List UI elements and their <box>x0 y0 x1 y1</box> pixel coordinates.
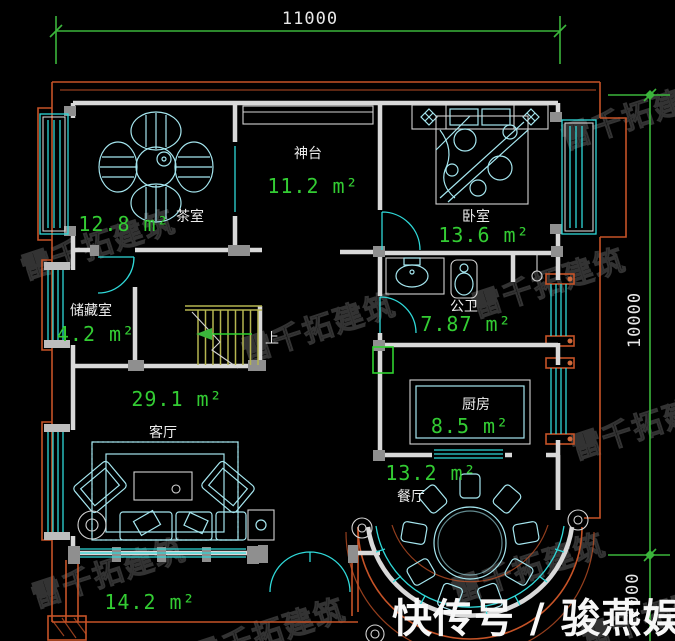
tiled-watermark: 雷千拓建筑 <box>188 592 351 641</box>
dining-chairs <box>400 473 540 612</box>
doors <box>97 211 421 593</box>
stairs-up-label: 上 <box>265 331 279 347</box>
dining-bay-window-arc <box>375 525 565 608</box>
altar-shelf <box>242 105 374 125</box>
dining-name: 餐厅 <box>397 489 425 505</box>
altar-area: 11.2 m² <box>267 174 358 198</box>
kitchen-area: 8.5 m² <box>431 414 509 438</box>
storage-window <box>47 270 64 340</box>
bay-column <box>365 624 385 641</box>
entry-double-door <box>269 551 351 593</box>
bedroom-bay-window <box>561 119 597 235</box>
storage-area: 4.2 m² <box>57 322 135 346</box>
kitchen-counter <box>409 379 531 445</box>
kitchen-window <box>550 368 567 434</box>
bath-door <box>379 296 417 334</box>
footer-watermark: 快传号 / 骏燕娱乐 <box>392 596 675 641</box>
living-area: 29.1 m² <box>131 387 222 411</box>
windows <box>39 113 597 618</box>
porch-area: 14.2 m² <box>104 590 195 614</box>
tea-room-furniture <box>98 111 214 223</box>
storage-door <box>97 256 135 294</box>
dimension-lines <box>49 16 670 641</box>
sofa <box>119 511 173 541</box>
tea-bay-window <box>39 113 69 235</box>
bay-column <box>351 517 373 539</box>
bedroom-area: 13.6 m² <box>438 223 529 247</box>
armchair-left <box>73 460 127 514</box>
bath-area: 7.87 m² <box>420 312 511 336</box>
coffee-table <box>133 471 193 501</box>
bath-window <box>550 284 567 336</box>
columns <box>44 106 563 564</box>
bedroom-bay-outline <box>600 117 627 238</box>
dining-furniture <box>351 473 589 641</box>
living-room-furniture <box>73 441 275 541</box>
exterior-outline <box>37 81 627 641</box>
entry-steps <box>47 615 87 641</box>
duct <box>372 346 394 374</box>
altar-name: 神台 <box>294 146 322 162</box>
dining-area: 13.2 m² <box>385 461 476 485</box>
dining-bay-wall-arc <box>365 526 575 618</box>
tiled-watermark: 雷千拓建筑 <box>567 384 675 467</box>
toilet <box>450 259 478 299</box>
tea-name: 茶室 <box>176 208 204 225</box>
living-south-windows <box>80 548 246 558</box>
stairs <box>185 305 394 374</box>
bedroom-door <box>381 211 421 251</box>
living-window <box>47 432 64 532</box>
storage-name: 储藏室 <box>70 302 112 319</box>
side-table <box>77 510 107 540</box>
armchair-right <box>201 460 255 514</box>
bay-column <box>567 509 589 531</box>
dim-top-label: 11000 <box>282 9 338 29</box>
living-name: 客厅 <box>149 424 177 441</box>
bathroom-fixtures <box>385 253 543 299</box>
tea-area: 12.8 m² <box>78 212 169 236</box>
labels: 11000 10000 2000 12.8 m² 茶室 神台 11.2 m² 卧… <box>57 9 645 617</box>
bath-name: 公卫 <box>450 299 478 315</box>
dining-bay-outer-arc <box>357 526 583 640</box>
dim-right-lower-label: 2000 <box>623 573 643 618</box>
dim-right-label: 10000 <box>625 292 645 348</box>
kitchen-name: 厨房 <box>462 397 490 413</box>
tiled-watermark: 雷千拓建筑 <box>557 74 675 157</box>
dining-table <box>433 506 507 580</box>
bedroom-name: 卧室 <box>462 208 490 225</box>
kitchen-south-window <box>434 449 503 459</box>
sink <box>385 257 445 295</box>
bedroom-furniture <box>411 104 549 205</box>
bed <box>435 115 529 205</box>
